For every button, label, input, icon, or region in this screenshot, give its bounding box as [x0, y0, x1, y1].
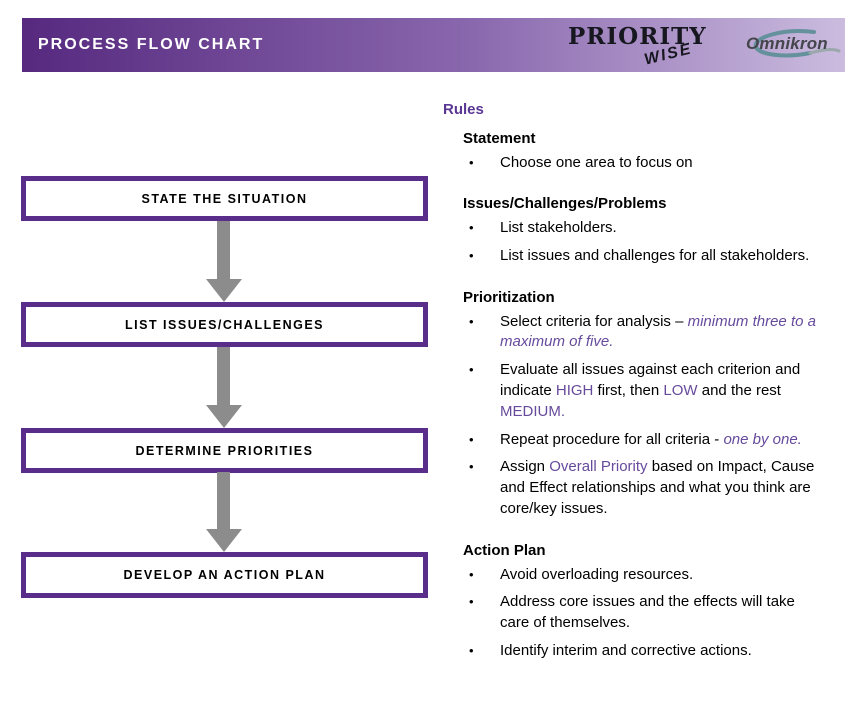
bullet-text-part: LOW — [663, 381, 698, 399]
header-bar: PROCESS FLOW CHART PRIORITY WISE Omnikro… — [22, 18, 845, 72]
omnikron-logo: Omnikron — [744, 26, 844, 66]
bullet-text: Assign Overall Priority based on Impact,… — [500, 457, 818, 519]
rules-section: Action Plan • Avoid overloading resources.… — [463, 541, 825, 662]
bullet-text-part: Overall Priority — [549, 458, 648, 476]
bullet-text-part: Repeat procedure for all criteria - — [500, 430, 724, 448]
arrow-head-icon — [206, 529, 242, 552]
bullet-icon: • — [469, 362, 474, 378]
flow-box-determine-priorities: DETERMINE PRIORITIES — [21, 428, 428, 473]
bullet-text: List stakeholders. — [500, 218, 818, 239]
bullet-text-part: List stakeholders. — [500, 219, 617, 237]
bullet-text-part: HIGH — [555, 381, 594, 399]
bullet-text-part: Avoid overloading resources. — [500, 565, 694, 583]
bullet-text-part: first, then — [593, 381, 664, 399]
bullet-list: • List stakeholders. • List issues and chal… — [463, 218, 825, 267]
list-item: • Repeat procedure for all criteria - one… — [463, 430, 825, 451]
bullet-text: Address core issues and the effects will… — [500, 592, 818, 634]
bullet-text: Select criteria for analysis – minimum t… — [500, 312, 818, 354]
flow-box-label: DETERMINE PRIORITIES — [135, 443, 314, 458]
list-item: • List issues and challenges for all stak… — [463, 246, 825, 267]
list-item: • Avoid overloading resources. — [463, 565, 825, 586]
bullet-text-part: Evaluate all issues against each criteri… — [500, 361, 801, 399]
rules-panel: Rules Statement • Choose one area to focus… — [443, 100, 825, 662]
bullet-icon: • — [469, 431, 474, 447]
rules-section: Prioritization • Select criteria for analy… — [463, 288, 825, 520]
rules-sections: Statement • Choose one area to focus on Iss… — [463, 129, 825, 662]
flow-box-label: LIST ISSUES/CHALLENGES — [125, 317, 324, 332]
bullet-icon: • — [469, 459, 474, 475]
bullet-text: Identify interim and corrective actions. — [500, 641, 818, 662]
bullet-list: • Select criteria for analysis – minimum … — [463, 312, 825, 520]
list-item: • Assign Overall Priority based on Impact… — [463, 457, 825, 519]
bullet-list: • Choose one area to focus on — [463, 153, 825, 174]
list-item: • Select criteria for analysis – minimum … — [463, 312, 825, 354]
page-title: PROCESS FLOW CHART — [38, 36, 265, 53]
arrow-shaft — [217, 347, 230, 405]
bullet-text-part: based on Impact, Cause and Effect relati… — [500, 458, 815, 517]
bullet-text-part: and the rest — [697, 381, 781, 399]
list-item: • Evaluate all issues against each criter… — [463, 360, 825, 422]
flow-box-develop-an-action-plan: DEVELOP AN ACTION PLAN — [21, 552, 428, 598]
bullet-icon: • — [469, 154, 474, 170]
bullet-icon: • — [469, 247, 474, 263]
prioritywise-logo-priority: PRIORITY — [568, 23, 707, 50]
bullet-text-part: Identify interim and corrective actions. — [500, 641, 752, 659]
list-item: • List stakeholders. — [463, 218, 825, 239]
arrow-head-icon — [206, 405, 242, 428]
bullet-list: • Avoid overloading resources. • Address co… — [463, 565, 825, 662]
flow-box-label: STATE THE SITUATION — [141, 191, 308, 206]
rules-section: Statement • Choose one area to focus on — [463, 129, 825, 174]
arrow-head-icon — [206, 279, 242, 302]
bullet-icon: • — [469, 313, 474, 329]
arrow-shaft — [217, 472, 230, 529]
rules-section: Issues/Challenges/Problems • List stakehol… — [463, 194, 825, 266]
bullet-text-part: minimum three to a maximum of five. — [500, 312, 816, 351]
bullet-text: Avoid overloading resources. — [500, 565, 818, 586]
bullet-icon: • — [469, 566, 474, 582]
flow-box-state-the-situation: STATE THE SITUATION — [21, 176, 428, 221]
bullet-icon: • — [469, 220, 474, 236]
flow-box-list-issues-challenges: LIST ISSUES/CHALLENGES — [21, 302, 428, 347]
arrow-shaft — [217, 221, 230, 279]
bullet-text: Repeat procedure for all criteria - one … — [500, 430, 818, 451]
list-item: • Identify interim and corrective actions… — [463, 641, 825, 662]
bullet-text-part: Choose one area to focus on — [500, 153, 693, 171]
section-heading: Action Plan — [463, 541, 546, 559]
list-item: • Address core issues and the effects wil… — [463, 592, 825, 634]
section-heading: Prioritization — [463, 288, 555, 306]
flow-box-label: DEVELOP AN ACTION PLAN — [123, 568, 326, 582]
rules-title: Rules — [443, 101, 484, 118]
bullet-text-part: Select criteria for analysis – — [500, 312, 688, 330]
section-heading: Issues/Challenges/Problems — [463, 195, 667, 213]
bullet-text-part: one by one. — [723, 430, 802, 448]
bullet-icon: • — [469, 594, 474, 610]
bullet-text-part: MEDIUM. — [500, 402, 565, 420]
bullet-text: List issues and challenges for all stake… — [500, 246, 818, 267]
bullet-text: Choose one area to focus on — [500, 153, 818, 174]
bullet-text-part: List issues and challenges for all stake… — [500, 246, 810, 264]
bullet-icon: • — [469, 642, 474, 658]
bullet-text-part: Address core issues and the effects will… — [500, 593, 795, 632]
list-item: • Choose one area to focus on — [463, 153, 825, 174]
bullet-text-part: Assign — [500, 458, 550, 476]
section-heading: Statement — [463, 129, 536, 147]
swoosh-icon — [753, 29, 841, 58]
omnikron-logo-text: Omnikron — [746, 34, 828, 53]
bullet-text: Evaluate all issues against each criteri… — [500, 360, 818, 422]
